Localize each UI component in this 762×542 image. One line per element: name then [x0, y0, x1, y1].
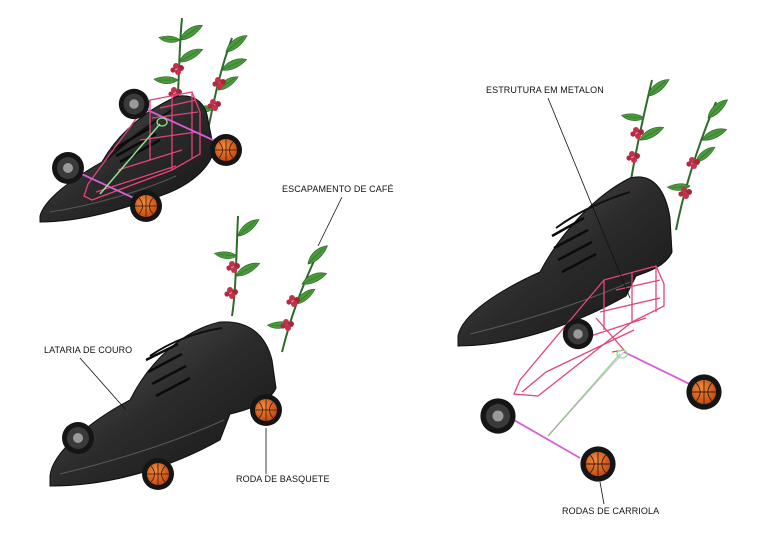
label-frame-text: ESTRUTURA EM METALON	[486, 85, 604, 95]
label-body: LATARIA DE COURO	[44, 345, 132, 411]
basketball-wheel-front	[129, 189, 163, 223]
metalon-frame	[83, 91, 201, 201]
basketball-wheel-rear	[209, 133, 243, 167]
basketball-wheel-rear	[249, 393, 283, 427]
label-frame: ESTRUTURA EM METALON	[486, 85, 631, 299]
basketball-wheel-rear	[685, 373, 723, 411]
shoe-frame-view	[39, 17, 251, 223]
coffee-exhaust-branch	[213, 215, 332, 353]
shoe-side-view	[49, 215, 332, 491]
shoe-frame-detail-view	[457, 77, 732, 483]
label-cart-wheels: RODAS DE CARRIOLA	[562, 481, 659, 516]
basketball-wheel-front	[579, 445, 617, 483]
label-cart-wheels-text: RODAS DE CARRIOLA	[562, 506, 659, 516]
label-body-text: LATARIA DE COURO	[44, 345, 132, 355]
front-left-wheel	[52, 152, 84, 184]
label-exhaust: ESCAPAMENTO DE CAFÉ	[282, 184, 394, 247]
front-left-wheel	[480, 398, 516, 434]
label-basket-wheel: RODA DE BASQUETE	[236, 428, 330, 484]
label-basket-wheel-text: RODA DE BASQUETE	[236, 474, 330, 484]
rear-left-wheel	[118, 88, 150, 120]
label-exhaust-text: ESCAPAMENTO DE CAFÉ	[282, 184, 394, 194]
front-left-wheel	[62, 422, 94, 454]
basketball-wheel-front	[141, 457, 175, 491]
rear-left-wheel	[562, 318, 594, 350]
